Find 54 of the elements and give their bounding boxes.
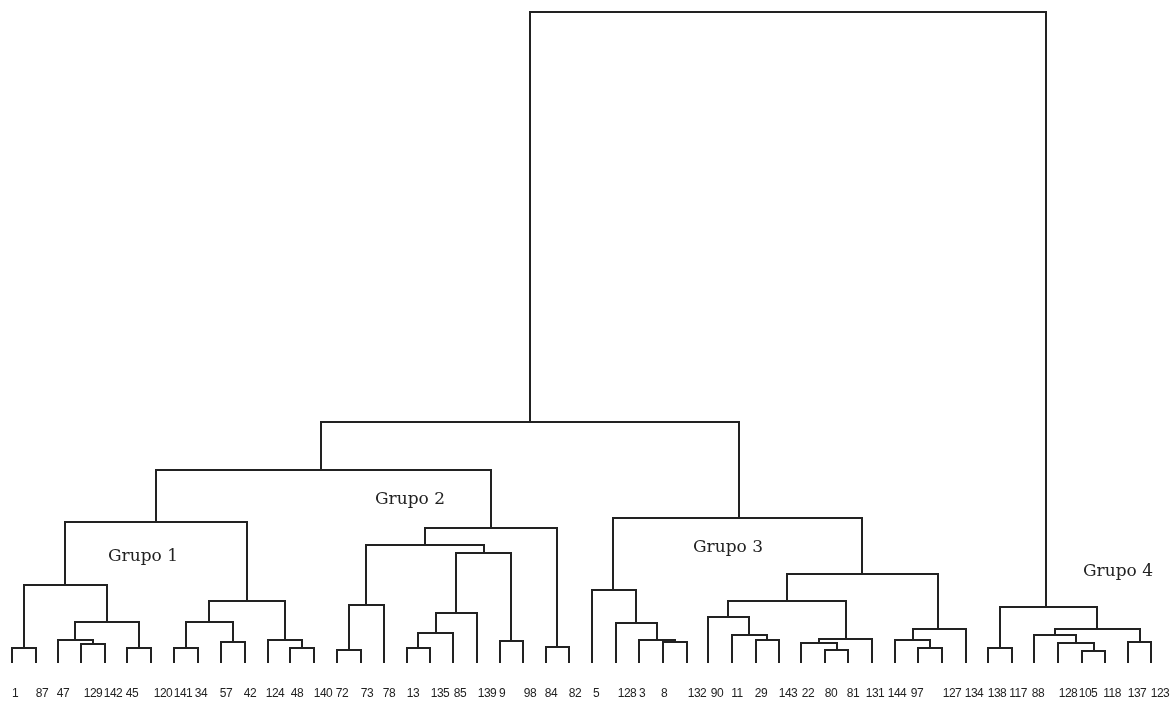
leaf-label: 78 bbox=[382, 686, 396, 700]
leaf-label: 132 bbox=[687, 686, 707, 700]
leaf-label: 131 bbox=[865, 686, 885, 700]
leaf-label: 87 bbox=[35, 686, 49, 700]
leaf-label: 88 bbox=[1031, 686, 1045, 700]
leaf-label: 1 bbox=[11, 686, 19, 700]
leaf-label: 3 bbox=[638, 686, 646, 700]
leaf-label: 134 bbox=[964, 686, 984, 700]
leaf-label: 11 bbox=[731, 686, 743, 700]
leaf-label: 84 bbox=[544, 686, 558, 700]
leaf-label: 57 bbox=[219, 686, 233, 700]
group-label: Grupo 4 bbox=[1083, 560, 1153, 580]
leaf-label: 47 bbox=[56, 686, 70, 700]
leaf-label: 139 bbox=[477, 686, 497, 700]
leaf-label: 138 bbox=[987, 686, 1007, 700]
leaf-label: 82 bbox=[568, 686, 582, 700]
leaf-label: 142 bbox=[103, 686, 123, 700]
leaf-label: 141 bbox=[173, 686, 193, 700]
leaf-label: 128 bbox=[617, 686, 637, 700]
leaf-label: 143 bbox=[778, 686, 798, 700]
leaf-label: 105 bbox=[1078, 686, 1098, 700]
leaf-label: 128 bbox=[1058, 686, 1078, 700]
leaf-label: 98 bbox=[523, 686, 537, 700]
leaf-label: 72 bbox=[335, 686, 349, 700]
group-label: Grupo 3 bbox=[693, 536, 763, 556]
leaf-label: 48 bbox=[290, 686, 304, 700]
leaf-label: 90 bbox=[710, 686, 724, 700]
leaf-label: 129 bbox=[83, 686, 103, 700]
leaf-label: 73 bbox=[360, 686, 374, 700]
leaf-label: 118 bbox=[1103, 686, 1121, 700]
leaf-label: 137 bbox=[1127, 686, 1147, 700]
leaf-label: 45 bbox=[125, 686, 139, 700]
leaf-label: 81 bbox=[846, 686, 860, 700]
leaf-label: 144 bbox=[887, 686, 907, 700]
leaf-label: 8 bbox=[660, 686, 668, 700]
leaf-label: 97 bbox=[910, 686, 924, 700]
leaf-label: 29 bbox=[754, 686, 768, 700]
leaf-label: 85 bbox=[453, 686, 467, 700]
leaf-label: 124 bbox=[265, 686, 285, 700]
leaf-label: 120 bbox=[153, 686, 173, 700]
leaf-label: 117 bbox=[1009, 686, 1027, 700]
leaf-label: 42 bbox=[243, 686, 257, 700]
group-label: Grupo 1 bbox=[108, 545, 178, 565]
leaf-label: 140 bbox=[313, 686, 333, 700]
leaf-label: 13 bbox=[406, 686, 420, 700]
leaf-label: 5 bbox=[592, 686, 600, 700]
leaf-label: 22 bbox=[801, 686, 815, 700]
leaf-label: 127 bbox=[942, 686, 962, 700]
leaf-label: 34 bbox=[194, 686, 208, 700]
leaf-label: 135 bbox=[430, 686, 450, 700]
leaf-label: 123 bbox=[1150, 686, 1170, 700]
leaf-label: 9 bbox=[498, 686, 506, 700]
group-label: Grupo 2 bbox=[375, 488, 445, 508]
leaf-label: 80 bbox=[824, 686, 838, 700]
